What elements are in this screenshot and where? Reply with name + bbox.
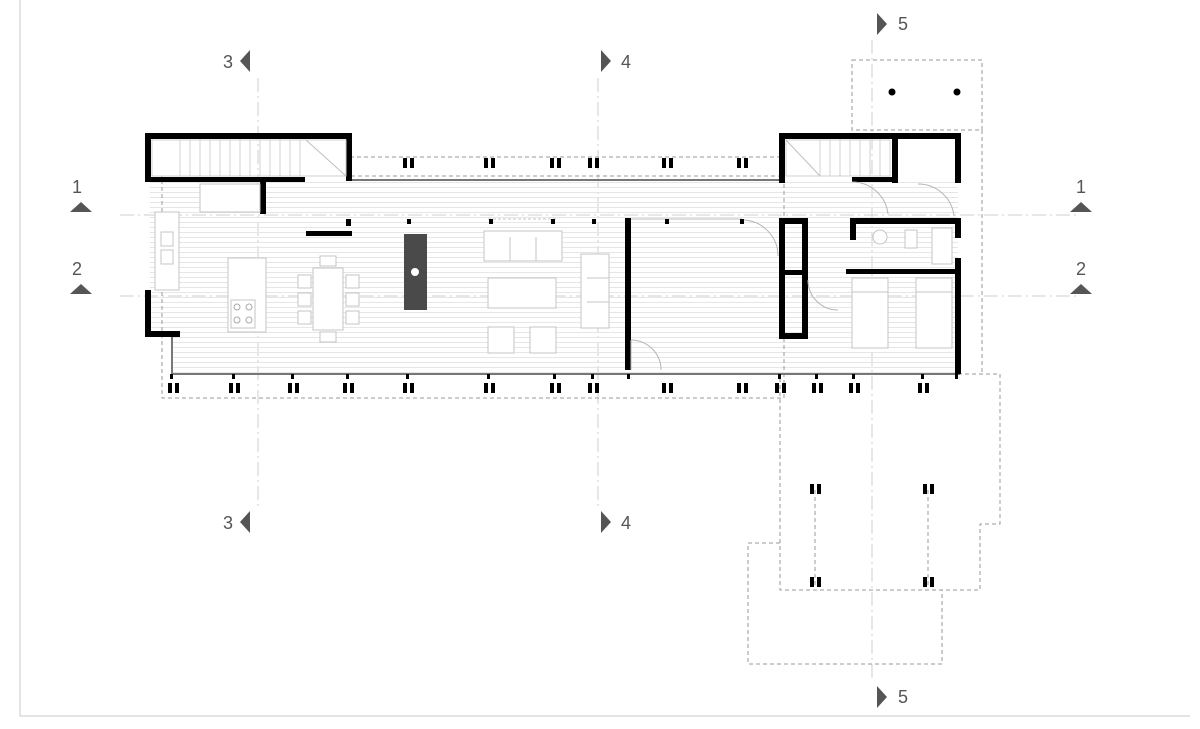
section-marker-5-bottom: 5 [877, 686, 908, 708]
drawing-frame [19, 0, 1190, 717]
section-label: 2 [1076, 259, 1086, 279]
section-marker-1-right: 1 [1070, 177, 1092, 212]
section-label: 4 [621, 52, 631, 72]
section-marker-2-left: 2 [70, 259, 92, 294]
triangle-right-icon [601, 511, 611, 533]
section-marker-2-right: 2 [1070, 259, 1092, 294]
triangle-up-icon [70, 202, 92, 212]
triangle-right-icon [601, 50, 611, 72]
section-marker-3-top: 3 [223, 50, 250, 72]
section-label: 5 [898, 14, 908, 34]
living-furniture [483, 218, 610, 354]
dining-table [297, 255, 360, 343]
triangle-right-icon [877, 686, 887, 708]
triangle-left-icon [240, 50, 250, 72]
kitchen [154, 183, 267, 333]
section-marker-4-top: 4 [601, 50, 631, 72]
triangle-right-icon [877, 13, 887, 35]
section-marker-5-top: 5 [877, 13, 908, 35]
section-label: 1 [72, 177, 82, 197]
section-label: 3 [223, 513, 233, 533]
section-marker-3-bottom: 3 [223, 511, 250, 533]
stairs [151, 139, 891, 177]
triangle-up-icon [70, 284, 92, 294]
triangle-up-icon [1070, 202, 1092, 212]
columns [168, 158, 958, 587]
section-label: 2 [72, 259, 82, 279]
section-label: 3 [223, 52, 233, 72]
section-label: 4 [621, 513, 631, 533]
walls [145, 133, 961, 374]
bathroom [807, 181, 955, 311]
triangle-left-icon [240, 511, 250, 533]
hearth [404, 234, 427, 310]
section-marker-1-left: 1 [70, 177, 92, 212]
section-marker-4-bottom: 4 [601, 511, 631, 533]
study-room [630, 218, 779, 371]
bedroom-beds [851, 277, 953, 349]
glazing [171, 179, 960, 375]
section-label: 5 [898, 687, 908, 707]
section-label: 1 [1076, 177, 1086, 197]
triangle-up-icon [1070, 284, 1092, 294]
